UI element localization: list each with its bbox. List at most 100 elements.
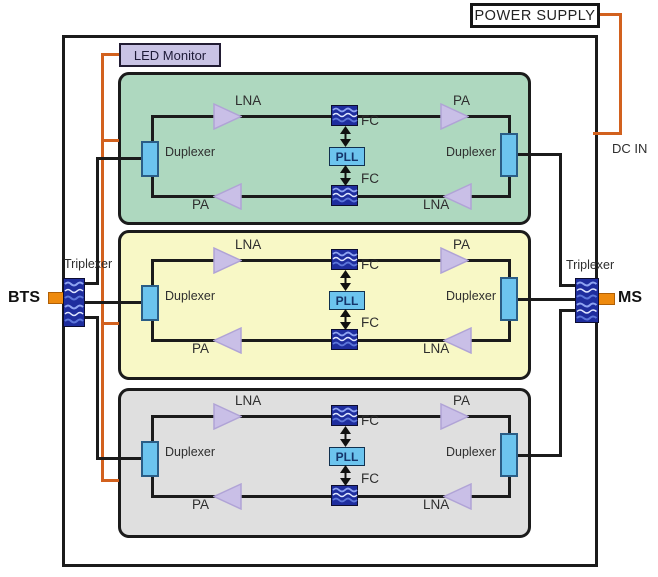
fc-block xyxy=(331,249,358,270)
triplexer-left-block xyxy=(63,278,85,327)
lna-amp-icon xyxy=(443,483,472,510)
triplexer-left-label: Triplexer xyxy=(64,257,113,271)
double-arrow-icon xyxy=(339,126,352,147)
pa-amp-icon xyxy=(440,103,469,130)
dc-in-label: DC IN xyxy=(612,141,648,156)
band-module-2: Duplexer Duplexer LNA PA PA LNA FC FC xyxy=(118,230,531,380)
power-supply-label: POWER SUPPLY xyxy=(474,7,596,24)
led-wire xyxy=(101,53,119,56)
wire xyxy=(96,157,144,160)
wire xyxy=(508,321,511,342)
duplexer-left-block xyxy=(141,285,159,321)
band-module-3: Duplexer Duplexer LNA PA PA LNA FC FC xyxy=(118,388,531,538)
lna-bottom-label: LNA xyxy=(423,497,450,512)
duplexer-right-label: Duplexer xyxy=(446,289,497,303)
fc-bottom-label: FC xyxy=(361,471,379,486)
pa-amp-icon xyxy=(213,327,242,354)
wire xyxy=(151,477,154,498)
wire xyxy=(151,321,154,342)
wire xyxy=(151,115,154,142)
triplexer-right-label: Triplexer xyxy=(566,258,615,272)
wire xyxy=(516,153,562,156)
pa-top-label: PA xyxy=(453,93,471,108)
fc-block xyxy=(331,329,358,350)
power-supply-box: POWER SUPPLY xyxy=(470,3,600,28)
fc-block xyxy=(331,185,358,206)
led-wire-tap-band2 xyxy=(101,322,119,325)
led-wire xyxy=(101,53,104,482)
duplexer-right-block xyxy=(500,133,518,177)
duplexer-left-block xyxy=(141,441,159,477)
bts-label: BTS xyxy=(8,289,40,306)
wire xyxy=(151,415,154,442)
dc-wire xyxy=(593,132,622,135)
lna-top-label: LNA xyxy=(235,93,262,108)
wire xyxy=(508,259,511,278)
pa-top-label: PA xyxy=(453,237,471,252)
led-wire-tap-band1 xyxy=(101,139,119,142)
lna-amp-icon xyxy=(443,327,472,354)
led-monitor-label: LED Monitor xyxy=(133,47,207,63)
pa-amp-icon xyxy=(440,403,469,430)
pa-bottom-label: PA xyxy=(192,341,210,356)
dc-wire xyxy=(619,13,622,135)
duplexer-left-label: Duplexer xyxy=(165,145,216,159)
ms-antenna-stub xyxy=(597,293,615,305)
fc-bottom-label: FC xyxy=(361,315,379,330)
lna-amp-icon xyxy=(213,403,242,430)
lna-amp-icon xyxy=(213,247,242,274)
lna-top-label: LNA xyxy=(235,237,262,252)
wire xyxy=(559,309,579,312)
wire xyxy=(96,157,99,285)
pll-block: PLL xyxy=(329,447,365,466)
wire xyxy=(508,415,511,434)
fc-bottom-label: FC xyxy=(361,171,379,186)
duplexer-left-label: Duplexer xyxy=(165,289,216,303)
wire xyxy=(559,309,562,457)
wire xyxy=(96,457,145,460)
lna-amp-icon xyxy=(213,103,242,130)
triplexer-right-block xyxy=(575,278,599,323)
fc-block xyxy=(331,405,358,426)
fc-block xyxy=(331,485,358,506)
lna-bottom-label: LNA xyxy=(423,197,450,212)
lna-bottom-label: LNA xyxy=(423,341,450,356)
double-arrow-icon xyxy=(339,165,352,186)
ms-label: MS xyxy=(618,289,642,306)
wire xyxy=(508,477,511,498)
fc-top-label: FC xyxy=(361,257,379,272)
pa-bottom-label: PA xyxy=(192,497,210,512)
wire xyxy=(516,298,579,301)
lna-top-label: LNA xyxy=(235,393,262,408)
led-monitor-box: LED Monitor xyxy=(119,43,221,67)
duplexer-right-label: Duplexer xyxy=(446,145,497,159)
double-arrow-icon xyxy=(339,309,352,330)
fc-block xyxy=(331,105,358,126)
duplexer-left-label: Duplexer xyxy=(165,445,216,459)
double-arrow-icon xyxy=(339,270,352,291)
wire xyxy=(151,177,154,198)
pa-bottom-label: PA xyxy=(192,197,210,212)
pa-top-label: PA xyxy=(453,393,471,408)
lna-amp-icon xyxy=(443,183,472,210)
wavy-mixer-icon xyxy=(575,278,599,323)
duplexer-left-block xyxy=(141,141,159,177)
pa-amp-icon xyxy=(213,483,242,510)
double-arrow-icon xyxy=(339,426,352,447)
wavy-mixer-icon xyxy=(63,278,85,327)
duplexer-right-label: Duplexer xyxy=(446,445,497,459)
wire xyxy=(508,115,511,134)
wire xyxy=(559,153,562,287)
wire xyxy=(84,316,99,319)
double-arrow-icon xyxy=(339,465,352,486)
wire xyxy=(96,316,99,459)
wire xyxy=(559,284,579,287)
pa-amp-icon xyxy=(440,247,469,274)
duplexer-right-block xyxy=(500,277,518,321)
band-module-1: Duplexer Duplexer LNA PA PA LNA FC FC xyxy=(118,72,531,225)
dc-wire xyxy=(598,13,622,16)
wire xyxy=(84,282,99,285)
fc-top-label: FC xyxy=(361,113,379,128)
wire xyxy=(516,454,562,457)
